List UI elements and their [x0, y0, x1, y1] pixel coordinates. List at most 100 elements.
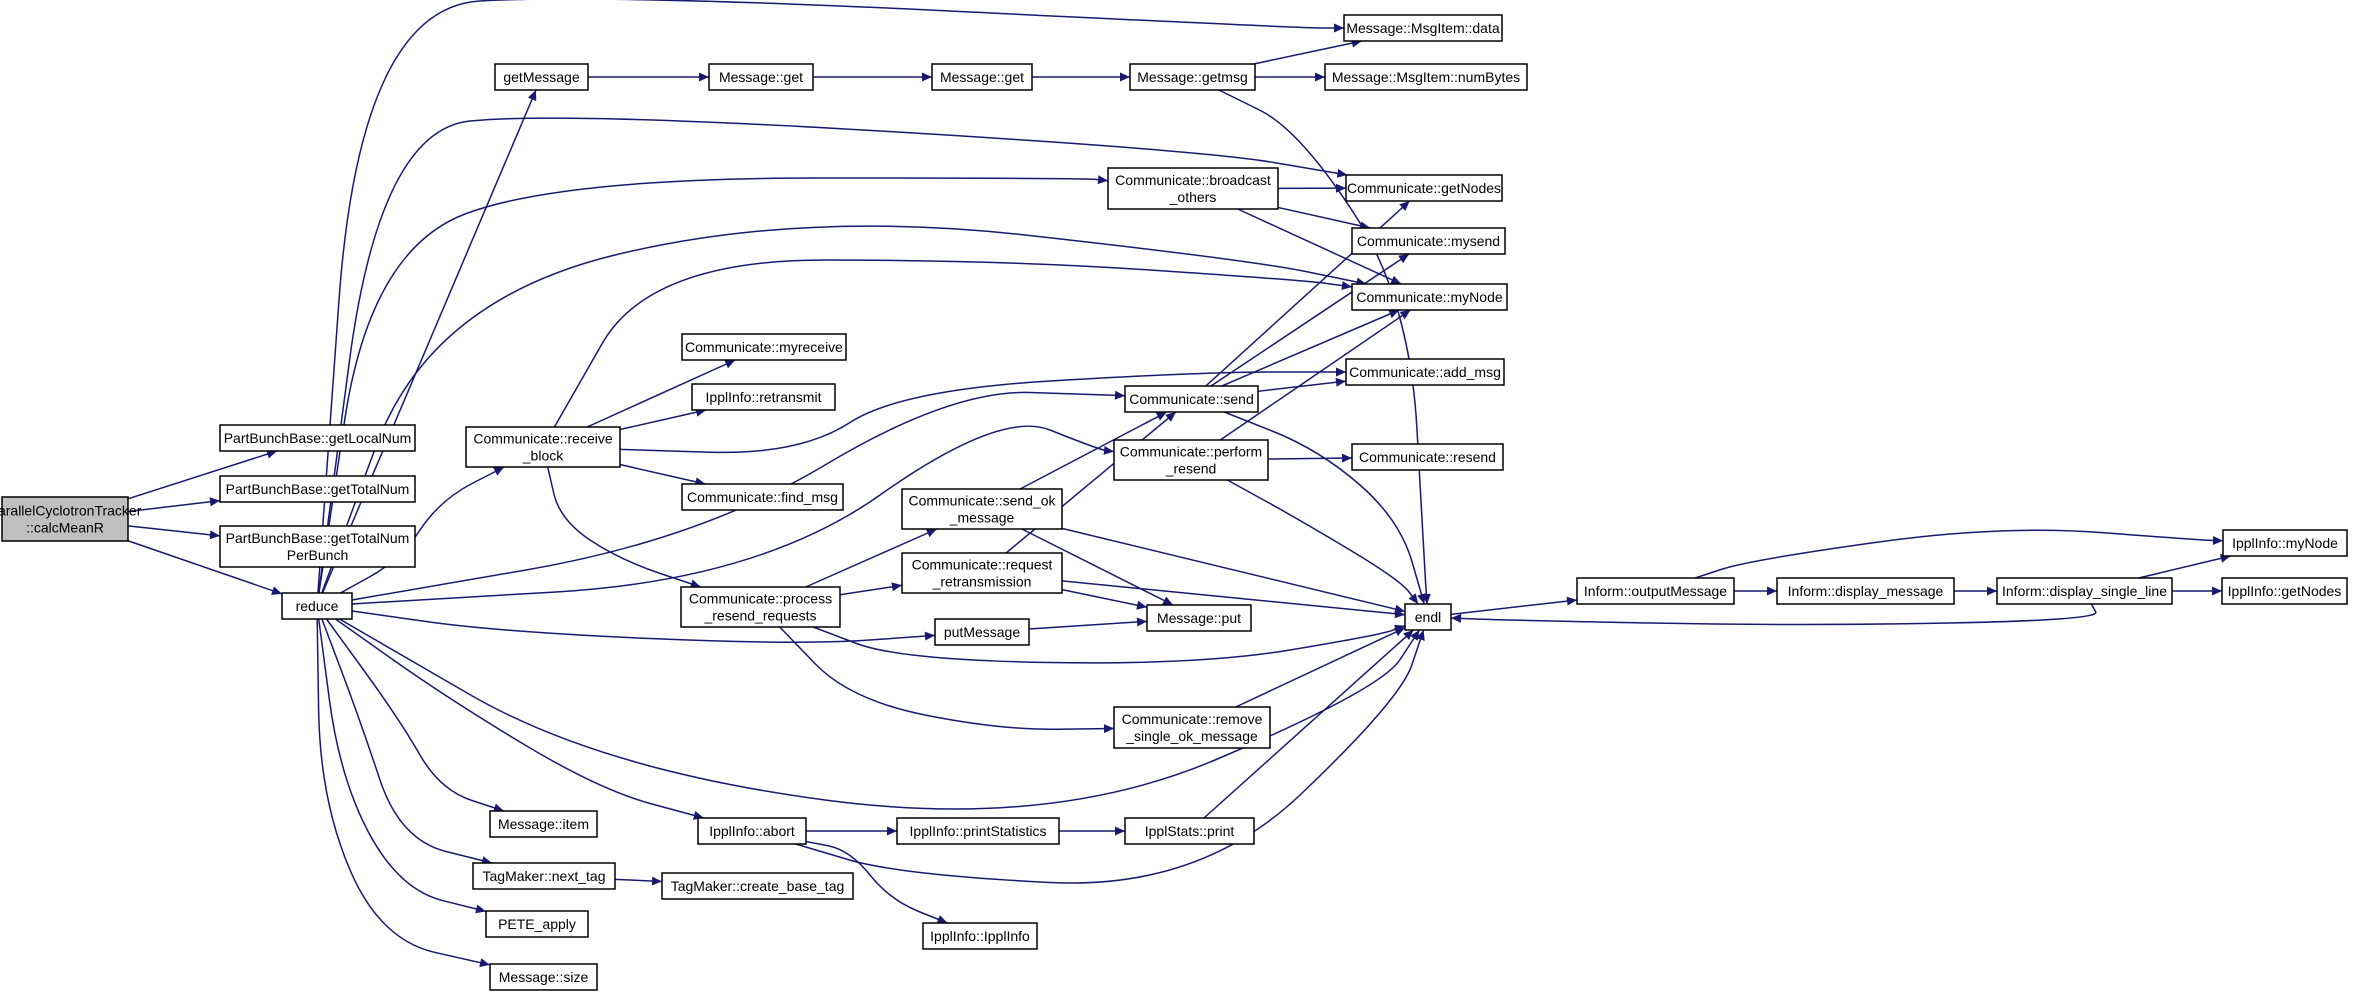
node-getNodes[interactable]: Communicate::getNodes — [1345, 174, 1503, 202]
node-nextTag[interactable]: TagMaker::next_tag — [472, 862, 616, 890]
node-label: IpplInfo::retransmit — [706, 389, 822, 405]
node-receiveBlock[interactable]: Communicate::receive_block — [465, 426, 621, 468]
edge-outputMessage-to-ipplMyNode — [1694, 529, 2224, 579]
node-msgGet1[interactable]: Message::get — [708, 63, 814, 91]
node-endl[interactable]: endl — [1404, 603, 1452, 631]
arrowhead-displayMessage-to-displaySingleLine — [1987, 586, 1997, 596]
node-label: Communicate::request — [912, 557, 1053, 573]
node-reduce[interactable]: reduce — [281, 592, 353, 620]
node-box — [708, 63, 814, 91]
node-getTotalNum[interactable]: PartBunchBase::getTotalNum — [219, 475, 416, 503]
edge-requestRetrans-to-msgPut — [1061, 588, 1148, 608]
node-processResend[interactable]: Communicate::process_resend_requests — [680, 586, 841, 628]
node-ipplInfoCtor[interactable]: IpplInfo::IpplInfo — [922, 922, 1038, 950]
node-requestRetrans[interactable]: Communicate::request_retransmission — [901, 552, 1063, 594]
node-mysend[interactable]: Communicate::mysend — [1351, 227, 1506, 255]
node-label: getMessage — [503, 69, 579, 85]
node-sendOk[interactable]: Communicate::send_ok_message — [901, 488, 1063, 530]
node-label: Inform::outputMessage — [1584, 583, 1727, 599]
node-msgSize[interactable]: Message::size — [489, 963, 598, 991]
arrowhead-reduce-to-send — [1114, 390, 1125, 400]
node-box — [680, 586, 841, 628]
arrowhead-reduce-to-msgItem — [493, 803, 504, 813]
node-displayMessage[interactable]: Inform::display_message — [1776, 577, 1955, 605]
node-ipplGetNodes[interactable]: IpplInfo::getNodes — [2221, 577, 2348, 605]
node-box — [922, 922, 1038, 950]
node-label: PerBunch — [287, 547, 348, 563]
node-ipplMyNode[interactable]: IpplInfo::myNode — [2222, 529, 2348, 557]
node-peteApply[interactable]: PETE_apply — [485, 910, 589, 938]
arrowhead-reduce-to-broadcast — [1097, 175, 1108, 185]
node-msgPut[interactable]: Message::put — [1146, 604, 1252, 632]
node-root[interactable]: ParallelCyclotronTracker::calcMeanR — [0, 496, 142, 542]
node-myreceive[interactable]: Communicate::myreceive — [681, 333, 847, 361]
node-label: PartBunchBase::getLocalNum — [224, 430, 412, 446]
arrowhead-send-to-endl — [1417, 593, 1426, 604]
node-label: _retransmission — [932, 574, 1032, 590]
node-label: _resend_requests — [703, 608, 816, 624]
node-box — [219, 475, 416, 503]
edge-reduce-to-getMessage — [321, 89, 537, 594]
node-box — [1776, 577, 1955, 605]
node-label: TagMaker::create_base_tag — [671, 878, 845, 894]
node-outputMessage[interactable]: Inform::outputMessage — [1576, 577, 1735, 605]
node-displaySingleLine[interactable]: Inform::display_single_line — [1996, 577, 2173, 605]
arrowhead-displaySingleLine-to-endl — [1451, 613, 1462, 623]
node-getmsg[interactable]: Message::getmsg — [1129, 63, 1256, 91]
node-box — [494, 63, 589, 91]
node-msgData[interactable]: Message::MsgItem::data — [1343, 14, 1503, 42]
node-box — [931, 63, 1033, 91]
node-myNode[interactable]: Communicate::myNode — [1351, 283, 1508, 311]
node-retransmit[interactable]: IpplInfo::retransmit — [691, 383, 836, 411]
node-putMessage[interactable]: putMessage — [934, 618, 1030, 646]
node-msgGet2[interactable]: Message::get — [931, 63, 1033, 91]
node-addMsg[interactable]: Communicate::add_msg — [1345, 358, 1505, 386]
node-resend[interactable]: Communicate::resend — [1351, 443, 1504, 471]
node-label: Message::size — [499, 969, 589, 985]
node-label: _others — [1169, 189, 1217, 205]
node-statsPrint[interactable]: IpplStats::print — [1124, 817, 1255, 845]
arrowhead-reduce-to-performResend — [1103, 445, 1114, 455]
node-label: Communicate::myreceive — [685, 339, 843, 355]
arrowhead-processResend-to-sendOk — [925, 528, 937, 538]
node-getLocalNum[interactable]: PartBunchBase::getLocalNum — [219, 424, 416, 452]
node-getMessage[interactable]: getMessage — [494, 63, 589, 91]
arrowhead-send-to-addMsg — [1335, 377, 1346, 387]
node-removeOk[interactable]: Communicate::remove_single_ok_message — [1113, 706, 1271, 749]
node-performResend[interactable]: Communicate::perform_resend — [1113, 439, 1269, 481]
edge-reduce-to-msgItem — [325, 618, 505, 812]
arrowhead-broadcast-to-myNode — [1390, 275, 1402, 284]
node-broadcast[interactable]: Communicate::broadcast_others — [1107, 167, 1279, 210]
node-send[interactable]: Communicate::send — [1124, 385, 1259, 413]
node-abort[interactable]: IpplInfo::abort — [697, 817, 807, 845]
node-label: PartBunchBase::getTotalNum — [226, 530, 410, 546]
edge-performResend-to-endl — [1226, 479, 1419, 605]
node-label: Message::get — [719, 69, 803, 85]
node-label: Communicate::getNodes — [1347, 180, 1501, 196]
arrowhead-putMessage-to-msgPut — [1136, 617, 1147, 627]
node-msgItem[interactable]: Message::item — [489, 810, 598, 838]
node-box — [489, 963, 598, 991]
arrowhead-send-to-myNode — [1388, 309, 1400, 319]
node-label: Communicate::send — [1129, 391, 1254, 407]
node-box — [472, 862, 616, 890]
node-findMsg[interactable]: Communicate::find_msg — [681, 483, 844, 511]
node-printStatistics[interactable]: IpplInfo::printStatistics — [896, 817, 1060, 845]
node-box — [1113, 706, 1271, 749]
node-createBaseTag[interactable]: TagMaker::create_base_tag — [661, 872, 854, 900]
arrowhead-reduce-to-putMessage — [924, 631, 935, 641]
node-box — [901, 552, 1063, 594]
arrowhead-root-to-getLocalNum — [266, 449, 277, 459]
node-box — [697, 817, 807, 845]
arrowhead-abort-to-ipplInfoCtor — [936, 915, 948, 924]
edge-sendOk-to-msgPut — [1021, 528, 1174, 606]
arrowhead-send-to-mysend — [1398, 254, 1409, 264]
node-label: IpplInfo::getNodes — [2228, 583, 2342, 599]
node-label: Communicate::broadcast — [1115, 172, 1271, 188]
node-box — [1124, 817, 1255, 845]
edge-performResend-to-resend — [1267, 457, 1353, 460]
node-numBytes[interactable]: Message::MsgItem::numBytes — [1324, 63, 1528, 91]
edge-abort-to-ipplInfoCtor — [805, 840, 948, 924]
arrowhead-root-to-getTotalNum — [209, 497, 220, 507]
